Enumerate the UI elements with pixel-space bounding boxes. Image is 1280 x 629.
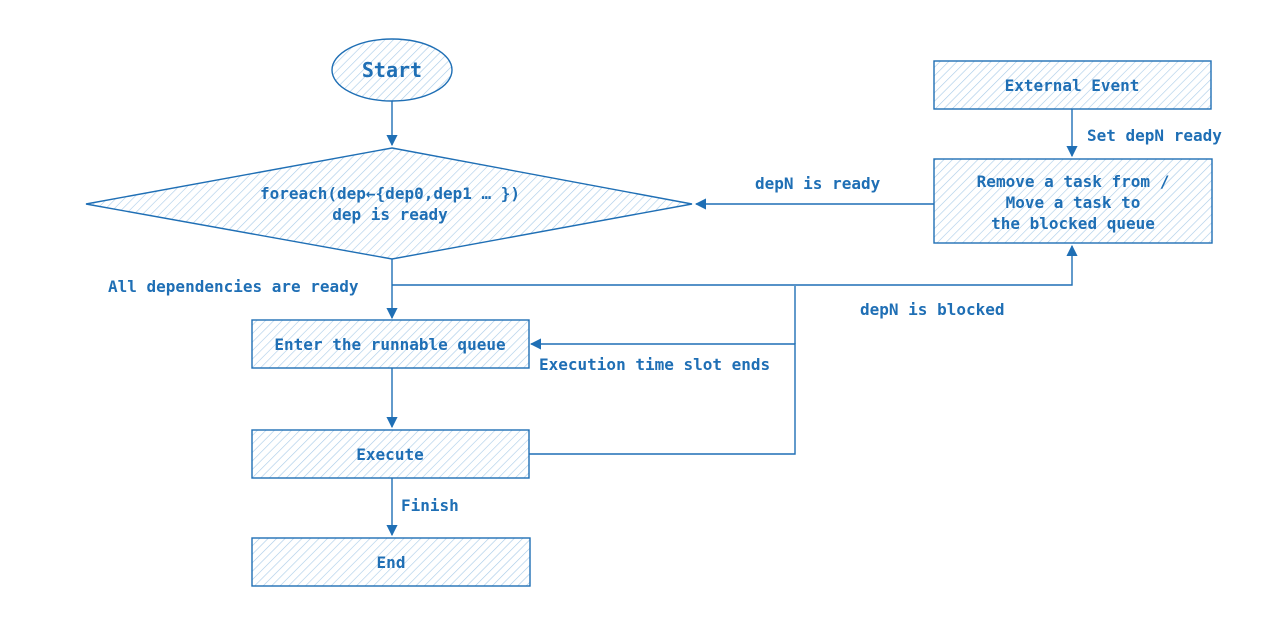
set-depn-ready-label: Set depN ready <box>1087 126 1222 145</box>
end-label: End <box>377 553 406 572</box>
foreach-label-line2: dep is ready <box>332 205 448 224</box>
start-label: Start <box>362 58 422 82</box>
runnable-queue-label: Enter the runnable queue <box>274 335 505 354</box>
runnable-queue-node: Enter the runnable queue <box>251 319 530 369</box>
depn-blocked-label: depN is blocked <box>860 300 1005 319</box>
remove-move-task-node: Remove a task from / Move a task to the … <box>933 158 1213 244</box>
remove-label-line2: Move a task to <box>1006 193 1141 212</box>
remove-label-line3: the blocked queue <box>991 214 1155 233</box>
edge-execute-to-runnable <box>529 338 796 455</box>
depn-ready-label: depN is ready <box>755 174 881 193</box>
all-dependencies-ready-label: All dependencies are ready <box>108 277 359 296</box>
execute-label: Execute <box>356 445 423 464</box>
finish-label: Finish <box>401 496 459 515</box>
foreach-decision-node: foreach(dep←{dep0,dep1 … }) dep is ready <box>85 147 693 260</box>
external-event-label: External Event <box>1005 76 1140 95</box>
start-node: Start <box>331 38 453 102</box>
edge-foreach-to-blocked <box>392 244 1078 286</box>
execute-node: Execute <box>251 429 530 479</box>
foreach-label-line1: foreach(dep←{dep0,dep1 … }) <box>260 184 520 203</box>
external-event-node: External Event <box>933 60 1212 110</box>
time-slot-ends-label: Execution time slot ends <box>539 355 770 374</box>
end-node: End <box>251 537 531 587</box>
remove-label-line1: Remove a task from / <box>977 172 1170 191</box>
